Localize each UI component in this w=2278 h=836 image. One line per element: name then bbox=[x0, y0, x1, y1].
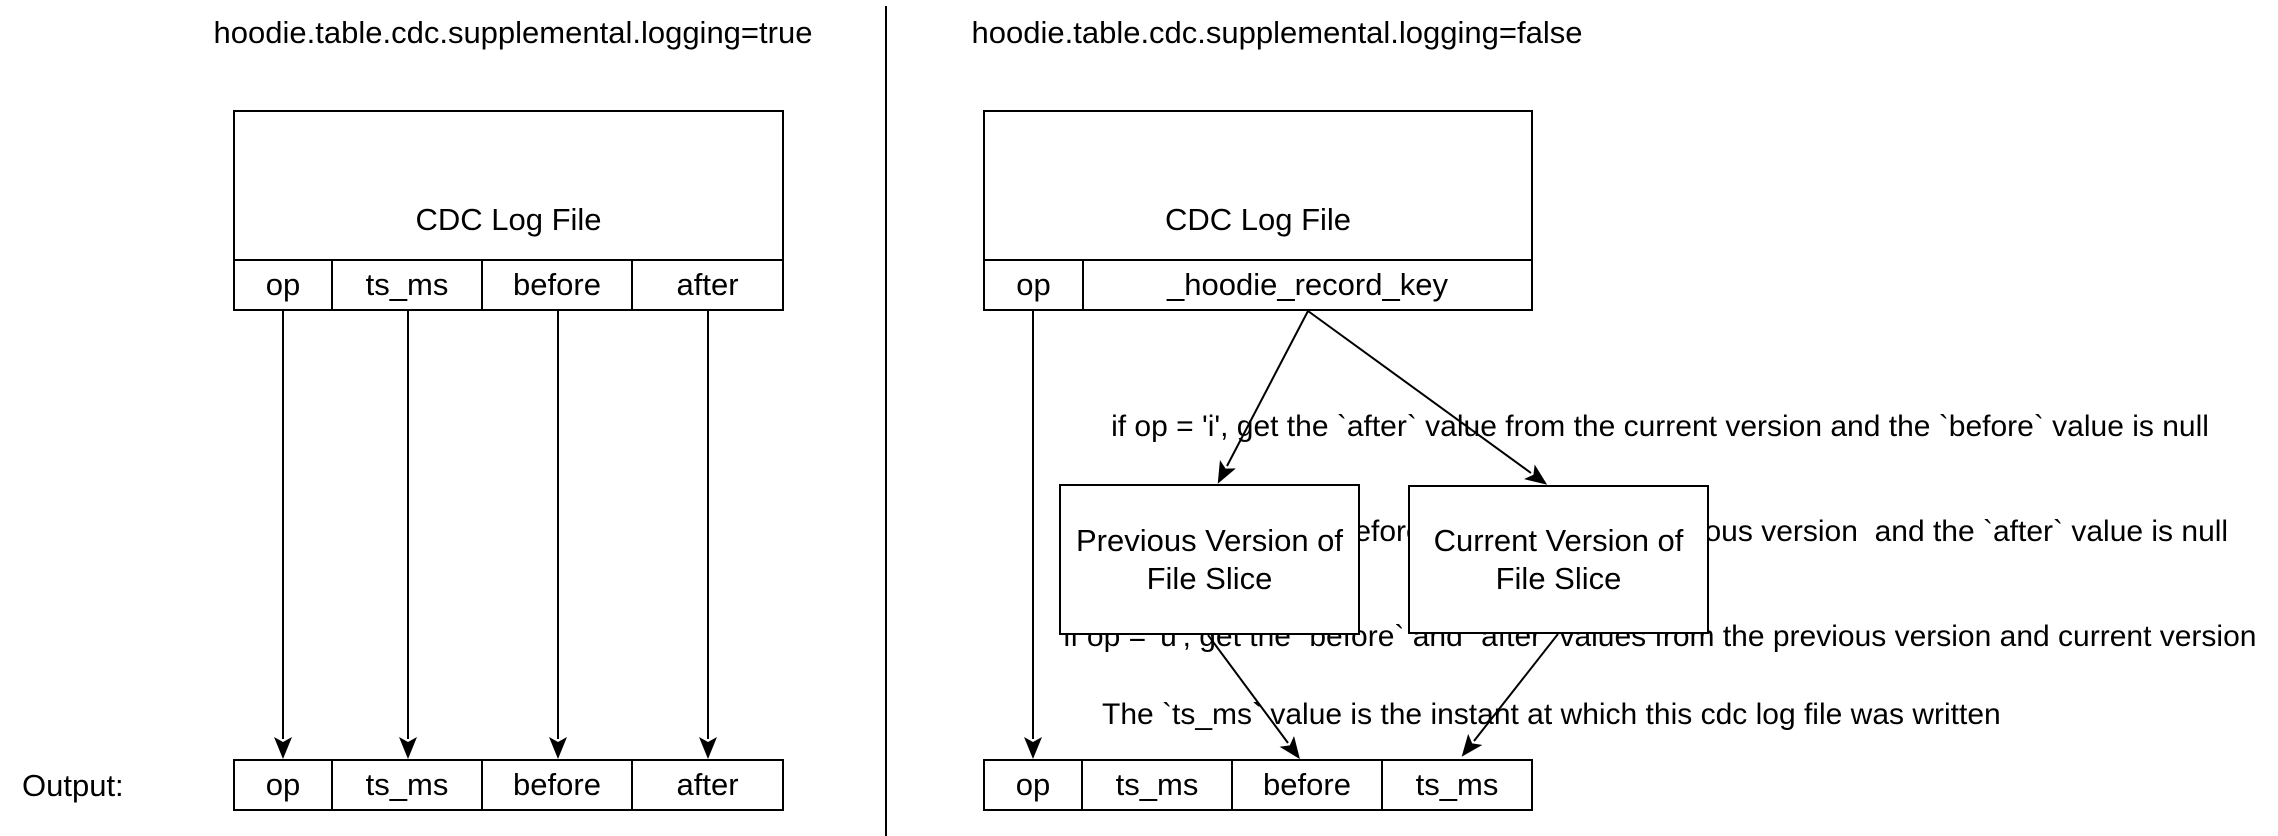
right-output-cell-tsms: ts_ms bbox=[1081, 759, 1233, 811]
right-output-cell-op: op bbox=[983, 759, 1083, 811]
right-cdc-column-op-label: op bbox=[1016, 267, 1051, 302]
left-output-label: Output: bbox=[22, 768, 124, 803]
right-panel-title: hoodie.table.cdc.supplemental.logging=fa… bbox=[971, 15, 1583, 50]
left-output-cell-tsms: ts_ms bbox=[331, 759, 483, 811]
right-output-before-label: before bbox=[1263, 767, 1351, 802]
previous-version-line2: File Slice bbox=[1146, 560, 1273, 596]
right-output-tsms2-label: ts_ms bbox=[1415, 767, 1499, 802]
right-cdc-column-op: op bbox=[983, 259, 1084, 311]
current-version-line2: File Slice bbox=[1495, 560, 1622, 596]
left-output-before-label: before bbox=[513, 767, 601, 802]
right-cdc-log-file-box: CDC Log File bbox=[983, 110, 1533, 261]
right-output-cell-before: before bbox=[1231, 759, 1383, 811]
right-cdc-column-record-key-label: _hoodie_record_key bbox=[1167, 267, 1448, 302]
left-output-cell-op: op bbox=[233, 759, 333, 811]
left-cdc-log-file-box: CDC Log File bbox=[233, 110, 784, 261]
right-cdc-column-record-key: _hoodie_record_key bbox=[1082, 259, 1533, 311]
right-cdc-log-file-label: CDC Log File bbox=[1164, 202, 1352, 237]
current-version-box: Current Version of File Slice bbox=[1408, 485, 1709, 634]
left-output-op-label: op bbox=[265, 767, 301, 802]
left-cdc-column-after-label: after bbox=[676, 267, 739, 302]
left-output-cell-after: after bbox=[631, 759, 784, 811]
right-output-op-label: op bbox=[1015, 767, 1051, 802]
right-output-cell-tsms2: ts_ms bbox=[1381, 759, 1533, 811]
left-cdc-column-tsms: ts_ms bbox=[331, 259, 483, 311]
arrow-current-box-to-output bbox=[1461, 633, 1559, 757]
op-rule-insert: if op = 'i', get the `after` value from … bbox=[1111, 410, 2209, 443]
left-cdc-column-op-label: op bbox=[265, 267, 301, 302]
arrow-previous-box-to-output bbox=[1207, 634, 1300, 760]
previous-version-box: Previous Version of File Slice bbox=[1059, 484, 1360, 635]
left-output-after-label: after bbox=[676, 767, 739, 802]
previous-version-line1: Previous Version of bbox=[1075, 522, 1344, 558]
left-output-cell-before: before bbox=[481, 759, 633, 811]
arrow-recordkey-to-current-box bbox=[1307, 310, 1548, 485]
current-version-line1: Current Version of bbox=[1433, 522, 1684, 558]
right-output-tsms-label: ts_ms bbox=[1115, 767, 1199, 802]
tsms-note-text: The `ts_ms` value is the instant at whic… bbox=[1102, 698, 2001, 731]
left-cdc-column-before-label: before bbox=[513, 267, 601, 302]
left-cdc-column-tsms-label: ts_ms bbox=[365, 267, 449, 302]
left-cdc-column-op: op bbox=[233, 259, 333, 311]
left-panel-title: hoodie.table.cdc.supplemental.logging=tr… bbox=[213, 15, 813, 50]
left-cdc-column-before: before bbox=[481, 259, 633, 311]
arrow-recordkey-to-previous-box bbox=[1217, 310, 1309, 484]
left-cdc-log-file-label: CDC Log File bbox=[415, 202, 602, 237]
left-cdc-column-after: after bbox=[631, 259, 784, 311]
left-output-tsms-label: ts_ms bbox=[365, 767, 449, 802]
